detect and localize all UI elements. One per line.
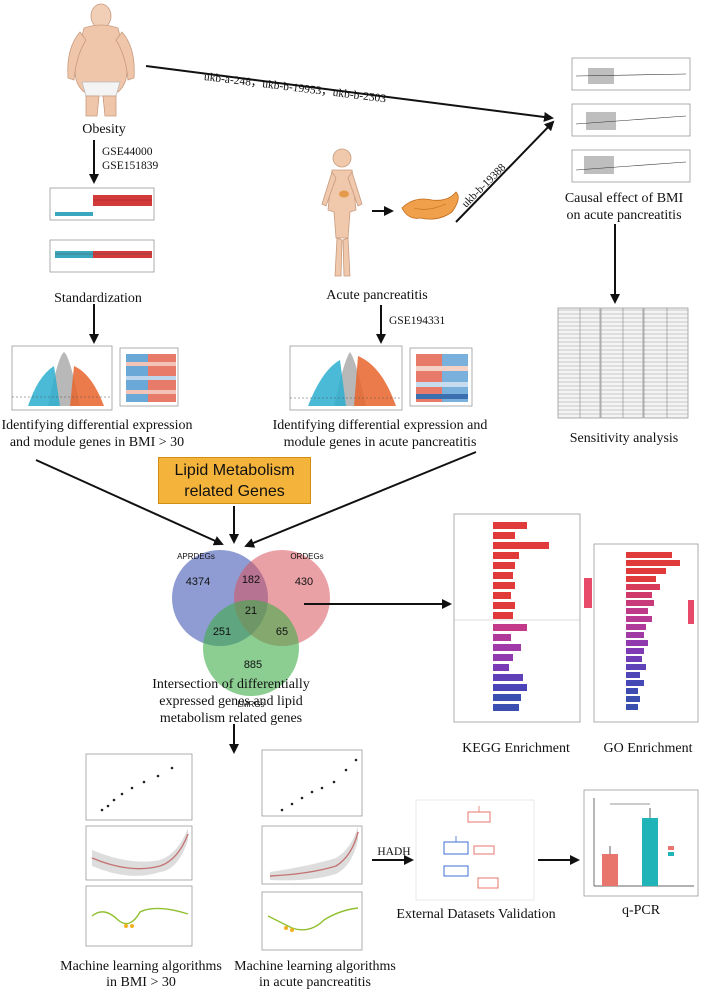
venn-count-all: 21 bbox=[245, 605, 257, 617]
sensitivity-label: Sensitivity analysis bbox=[569, 431, 679, 446]
ml-ap-plots bbox=[261, 749, 363, 951]
standardization-boxplots bbox=[49, 187, 155, 273]
kegg-label: KEGG Enrichment bbox=[462, 741, 570, 756]
ml-ap-label-1: Machine learning algorithms bbox=[234, 959, 396, 974]
external-label: External Datasets Validation bbox=[396, 907, 556, 922]
pancreas-icon bbox=[401, 191, 459, 220]
venn-count-aprdegs-only: 4374 bbox=[186, 576, 210, 588]
lipid-metabolism-box: Lipid Metabolism related Genes bbox=[158, 457, 311, 504]
causal-label-2: on acute pancreatitis bbox=[566, 208, 682, 223]
deg-bmi-label-2: and module genes in BMI > 30 bbox=[9, 435, 185, 450]
deg-ap-label-2: module genes in acute pancreatitis bbox=[283, 435, 477, 450]
gse-obesity-label-1: GSE44000 bbox=[102, 146, 153, 158]
gse-ap-label: GSE194331 bbox=[389, 315, 446, 327]
ml-bmi-label-1: Machine learning algorithms bbox=[60, 959, 222, 974]
venn-circle-lmrgs bbox=[203, 600, 299, 696]
intersection-label-1: Intersection of differentially bbox=[152, 677, 310, 692]
deg-bmi-label-1: Identifying differential expression bbox=[1, 418, 193, 433]
go-barplot bbox=[593, 543, 699, 723]
bmi-heatmap bbox=[119, 347, 179, 407]
human-body-icon bbox=[321, 148, 363, 277]
qpcr-bar-chart bbox=[583, 789, 699, 897]
ml-ap-label-2: in acute pancreatitis bbox=[259, 975, 371, 990]
ap-heatmap bbox=[409, 347, 473, 407]
venn-label-ordegs: ORDEGs bbox=[290, 552, 323, 561]
venn-count-ordegs-lmrgs: 65 bbox=[276, 626, 288, 638]
venn-label-lmrgs: LMRGs bbox=[237, 700, 264, 709]
go-label: GO Enrichment bbox=[603, 741, 693, 756]
external-validation-plot bbox=[415, 799, 535, 901]
qpcr-label: q-PCR bbox=[621, 903, 661, 918]
causal-scatter-plots bbox=[571, 57, 691, 183]
obese-person-icon bbox=[67, 3, 135, 117]
venn-count-aprdegs-lmrgs: 251 bbox=[213, 626, 231, 638]
venn-count-aprdegs-ordegs: 182 bbox=[242, 574, 260, 586]
obesity-label: Obesity bbox=[82, 122, 126, 137]
ml-bmi-label-2: in BMI > 30 bbox=[106, 975, 176, 990]
hadh-label: HADH bbox=[377, 846, 411, 858]
ap-volcano-plot bbox=[289, 345, 403, 411]
gse-obesity-label-2: GSE151839 bbox=[102, 160, 159, 172]
ml-bmi-plots bbox=[85, 753, 193, 947]
bmi-volcano-plot bbox=[11, 345, 113, 411]
flow-arrows bbox=[35, 65, 620, 865]
sensitivity-plots bbox=[557, 307, 689, 419]
venn-count-lmrgs-only: 885 bbox=[244, 659, 262, 671]
lipid-label-1: Lipid Metabolism bbox=[174, 462, 295, 479]
intersection-label-2: expressed genes and lipid bbox=[159, 694, 303, 709]
intersection-label-3: metabolism related genes bbox=[159, 711, 303, 726]
venn-label-aprdegs: APRDEGs bbox=[177, 552, 215, 561]
ukb-diagonal-label: ukb-b-19388 bbox=[460, 161, 509, 210]
standardization-label: Standardization bbox=[54, 291, 142, 306]
venn-count-ordegs-only: 430 bbox=[295, 576, 313, 588]
causal-label-1: Causal effect of BMI bbox=[564, 191, 684, 206]
kegg-barplot bbox=[453, 513, 592, 723]
deg-ap-label-1: Identifying differential expression and bbox=[272, 418, 488, 433]
acute-pancreatitis-label: Acute pancreatitis bbox=[326, 288, 428, 303]
venn-diagram: APRDEGs ORDEGs LMRGs 4374 182 430 21 251… bbox=[172, 550, 330, 709]
lipid-label-2: related Genes bbox=[184, 483, 285, 500]
